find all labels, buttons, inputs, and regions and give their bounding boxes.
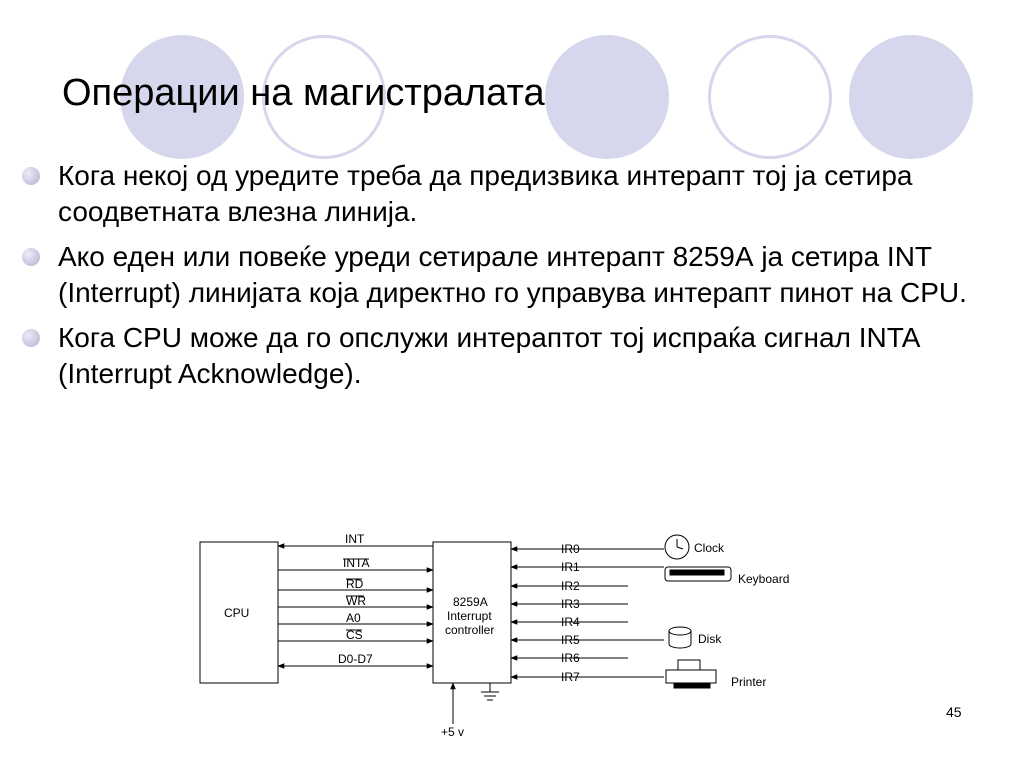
bullet-icon (22, 167, 40, 185)
irq-label-5: IR5 (561, 633, 580, 647)
controller-label-1: 8259A (453, 595, 488, 609)
interrupt-controller-diagram: CPU 8259A Interrupt controller INT INTA … (199, 532, 789, 739)
signal-a0: A0 (346, 611, 361, 625)
bullet-text: Кога некој од уредите треба да предизвик… (58, 160, 913, 227)
signal-int: INT (345, 532, 365, 546)
slide-number: 45 (946, 704, 962, 720)
device-keyboard: Keyboard (738, 572, 789, 586)
bullet-icon (22, 248, 40, 266)
bullet-text: Ако еден или повеќе уреди сетирале интер… (58, 241, 967, 308)
irq-label-7: IR7 (561, 670, 580, 684)
bullet-icon (22, 329, 40, 347)
bullet-item: Ако еден или повеќе уреди сетирале интер… (18, 239, 1008, 311)
signal-wr: WR (346, 594, 366, 608)
decor-ring-1 (262, 35, 386, 159)
decor-circle-2 (545, 35, 669, 159)
irq-label-1: IR1 (561, 560, 580, 574)
bullet-item: Кога некој од уредите треба да предизвик… (18, 158, 1008, 230)
clock-icon (664, 534, 690, 560)
controller-label-2: Interrupt (447, 609, 492, 623)
keyboard-icon (664, 566, 732, 582)
cpu-box (199, 541, 279, 684)
controller-label-3: controller (445, 623, 494, 637)
slide-title: Операции на магистралата (62, 72, 545, 114)
signal-cs: CS (346, 628, 363, 642)
device-printer: Printer (731, 675, 766, 689)
decor-circle-1 (120, 35, 244, 159)
power-label: +5 v (441, 725, 464, 739)
irq-label-4: IR4 (561, 615, 580, 629)
controller-box (432, 541, 512, 684)
bullet-text: Кога CPU може да го опслужи интераптот т… (58, 322, 919, 389)
signal-inta: INTA (343, 556, 369, 570)
decor-circle-3 (849, 35, 973, 159)
irq-label-0: IR0 (561, 542, 580, 556)
decor-ring-2 (708, 35, 832, 159)
disk-icon (668, 626, 692, 649)
signal-d0-d7: D0-D7 (338, 652, 373, 666)
irq-label-2: IR2 (561, 579, 580, 593)
irq-label-6: IR6 (561, 651, 580, 665)
bullet-list: Кога некој од уредите треба да предизвик… (18, 158, 1008, 401)
printer-icon (665, 659, 717, 689)
device-clock: Clock (694, 541, 725, 555)
cpu-label: CPU (224, 606, 249, 620)
bullet-item: Кога CPU може да го опслужи интераптот т… (18, 320, 1008, 392)
irq-label-3: IR3 (561, 597, 580, 611)
signal-rd: RD (346, 577, 364, 591)
device-disk: Disk (698, 632, 722, 646)
